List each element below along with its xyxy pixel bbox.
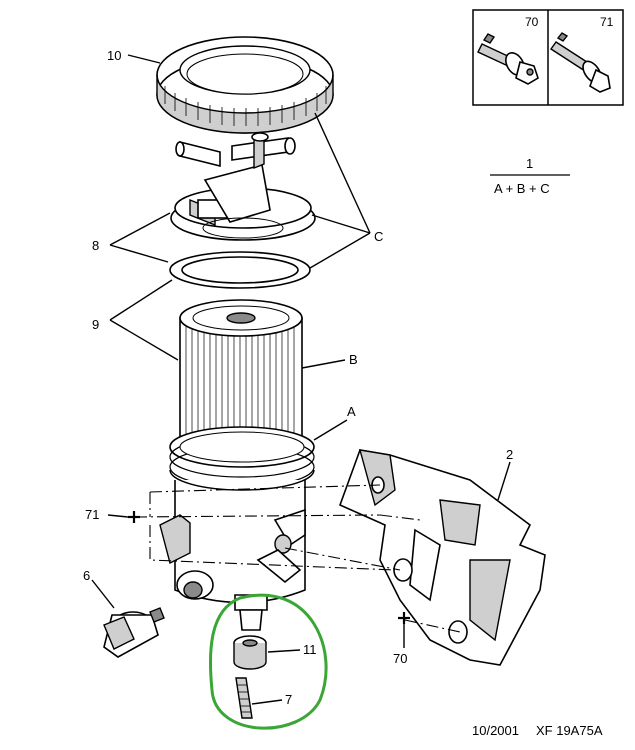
assembly-axis-lines	[134, 484, 461, 633]
label-2: 2	[506, 447, 513, 462]
inset-label-70: 70	[525, 15, 539, 29]
label-71: 71	[85, 507, 99, 522]
footer-date: 10/2001	[472, 723, 519, 738]
label-c: C	[374, 229, 383, 244]
locking-ring-10	[156, 36, 334, 134]
label-b: B	[349, 352, 358, 367]
label-9: 9	[92, 317, 99, 332]
fastener-inset: 70 71	[472, 9, 624, 106]
drain-parts-highlight	[209, 593, 328, 730]
drain-tube-7	[235, 677, 253, 719]
bolt-70-icon	[477, 33, 539, 85]
filter-head-cap	[170, 132, 316, 241]
filter-element-b	[179, 299, 303, 457]
label-6: 6	[83, 568, 90, 583]
drain-nut-11	[233, 635, 267, 670]
label-70: 70	[393, 651, 407, 666]
mounting-bracket-2	[338, 449, 546, 666]
leader-lines	[91, 54, 511, 705]
label-10: 10	[107, 48, 121, 63]
formula-top: 1	[526, 156, 533, 171]
part-labels: 10 8 9 C B A 2 71 6 70 11 7	[83, 48, 513, 707]
assembly-formula: 1 A + B + C	[490, 156, 570, 196]
filter-bowl-a	[159, 426, 315, 631]
seal-ring-9	[169, 251, 311, 289]
inset-label-71: 71	[600, 15, 614, 29]
label-a: A	[347, 404, 356, 419]
label-11: 11	[303, 642, 317, 657]
bolt-71-icon	[550, 32, 611, 93]
label-7: 7	[285, 692, 292, 707]
drawing-footer: 10/2001 XF 19A75A	[472, 723, 603, 738]
water-sensor-6	[103, 607, 165, 658]
formula-bottom: A + B + C	[494, 181, 550, 196]
footer-reference: XF 19A75A	[536, 723, 603, 738]
cross-markers	[128, 511, 410, 624]
cross-marker-70	[398, 612, 410, 624]
label-8: 8	[92, 238, 99, 253]
cross-marker-71	[128, 511, 140, 523]
